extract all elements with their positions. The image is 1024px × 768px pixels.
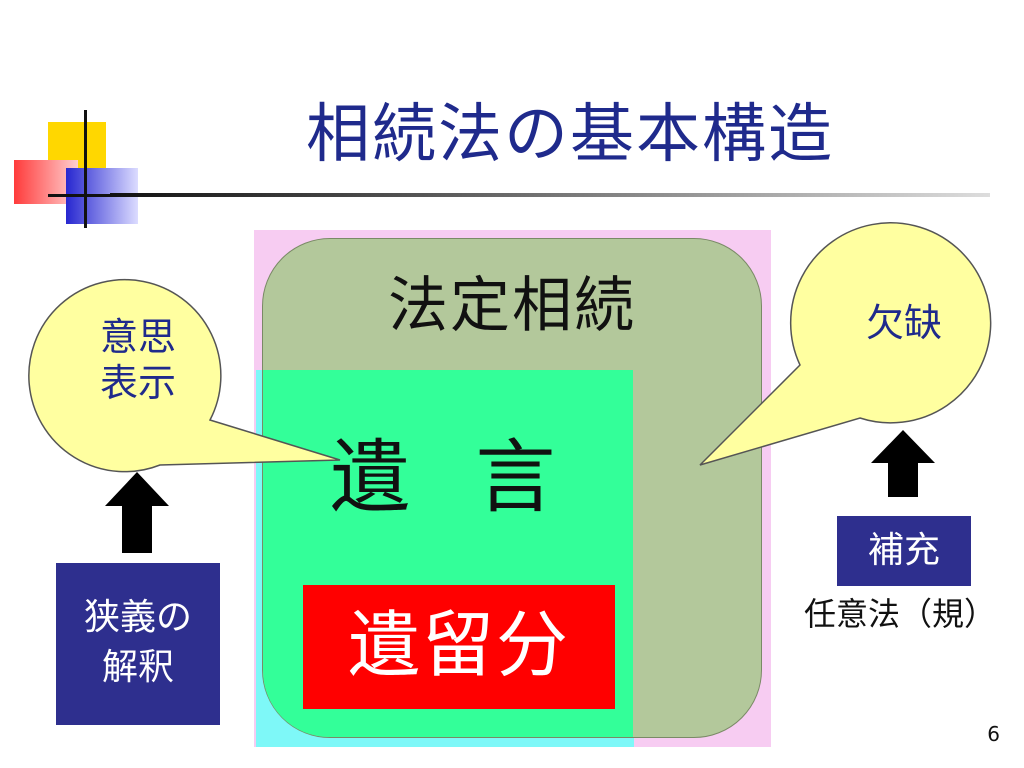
supplement-box: 補充 — [837, 516, 971, 586]
intent-line-1: 意思 — [99, 315, 176, 359]
logo-vertical-line — [84, 110, 87, 228]
page-number: 6 — [987, 722, 1000, 746]
arrow-up-icon — [105, 472, 169, 553]
intent-bubble-text: 意思 表示 — [58, 314, 218, 406]
optional-law-caption: 任意法（規） — [803, 595, 996, 633]
reserved-portion-area — [303, 585, 615, 709]
narrow-interpretation-line-1: 狭義の — [83, 597, 192, 638]
slide-title: 相続法の基本構造 — [306, 98, 834, 172]
right-speech-bubble — [699, 222, 992, 466]
will-label: 遺 言 — [330, 431, 576, 524]
narrow-interpretation-line-2: 解釈 — [101, 647, 174, 688]
deficiency-bubble-text: 欠缺 — [865, 301, 942, 345]
intent-line-2: 表示 — [99, 361, 176, 405]
narrow-interpretation-box: 狭義の 解釈 — [56, 563, 220, 725]
statutory-inheritance-label: 法定相続 — [388, 271, 636, 341]
arrow-up-icon — [871, 430, 935, 497]
title-underline — [110, 193, 990, 197]
logo-horizontal-line — [48, 194, 128, 197]
left-speech-bubble — [28, 278, 341, 473]
reserved-portion-label: 遺留分 — [347, 603, 570, 687]
